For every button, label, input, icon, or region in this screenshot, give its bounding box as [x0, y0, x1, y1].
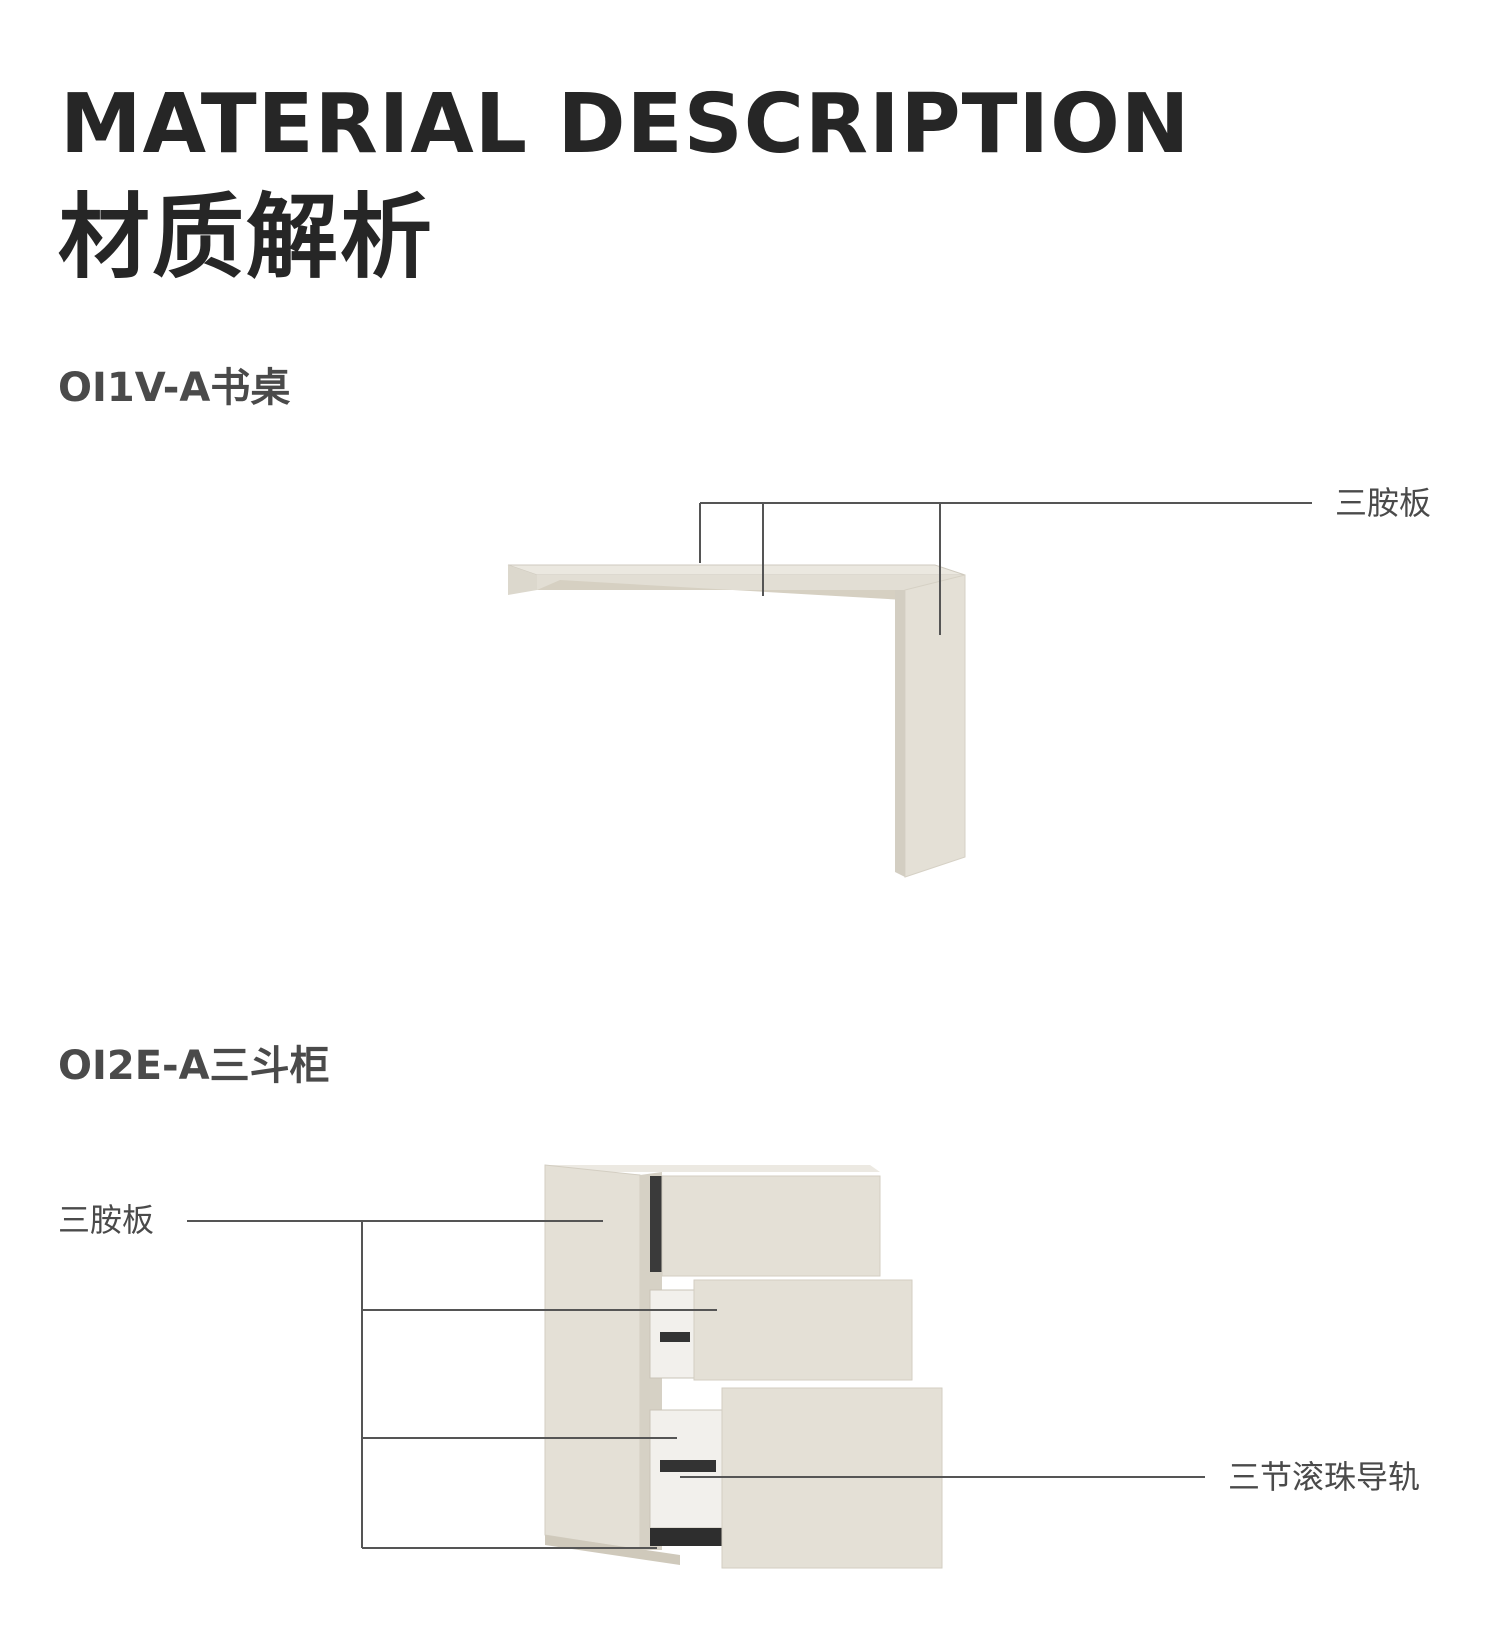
cabinet-rail-callout: 三节滚珠导轨 — [1228, 1458, 1421, 1496]
page-title-cn: 材质解析 — [58, 184, 435, 291]
cabinet-illustration — [544, 1164, 943, 1569]
desk-material-callout: 三胺板 — [1335, 484, 1432, 522]
desk-leg-side — [895, 590, 905, 877]
drawer-3-inner-shadow — [650, 1528, 722, 1546]
cabinet-callout-lines — [187, 1220, 1205, 1549]
drawer-3-rail — [660, 1460, 716, 1472]
desk-underside — [537, 580, 905, 600]
drawer-1-front — [661, 1175, 881, 1277]
drawer-1-box — [650, 1176, 662, 1272]
cabinet-side-panel — [544, 1164, 641, 1551]
page-title-en: MATERIAL DESCRIPTION — [60, 77, 1191, 172]
cabinet-material-callout: 三胺板 — [58, 1201, 155, 1239]
desk-section-label: OI1V-A书桌 — [58, 365, 291, 411]
desk-top-surface — [507, 564, 966, 576]
desk-illustration — [507, 564, 966, 878]
desk-top-edge — [508, 565, 537, 595]
cabinet-top — [545, 1165, 880, 1172]
drawer-2-front — [693, 1279, 913, 1381]
desk-leg — [904, 574, 966, 878]
cabinet-base — [545, 1535, 680, 1565]
cabinet-section-label: OI2E-A三斗柜 — [58, 1043, 330, 1089]
desk-callout-lines — [699, 502, 1312, 635]
drawer-2-rail — [660, 1332, 690, 1342]
